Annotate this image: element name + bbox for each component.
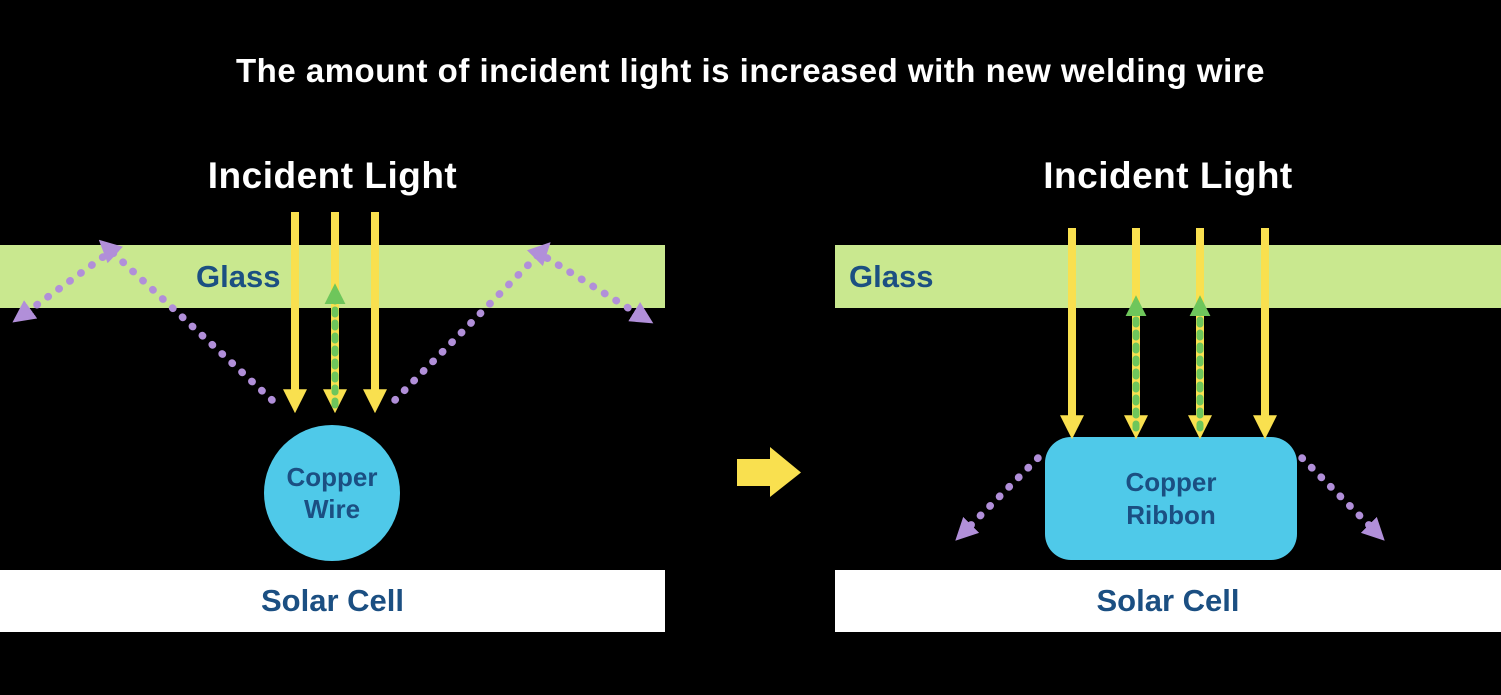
copper-wire-shape: Copper Wire — [264, 425, 400, 561]
left-incident-light-heading: Incident Light — [207, 155, 458, 196]
copper-ribbon-shape: Copper Ribbon — [1045, 437, 1297, 560]
escaping-ray-icon — [955, 454, 1042, 541]
right-reflected-rays — [1125, 295, 1211, 432]
escaping-ray-icon — [1298, 454, 1385, 541]
diagram-title: The amount of incident light is increase… — [236, 52, 1265, 89]
solar-cell-label-left: Solar Cell — [261, 583, 404, 618]
solar-cell-bar-left: Solar Cell — [0, 570, 665, 632]
right-incident-light-heading: Incident Light — [1043, 155, 1293, 196]
copper-wire-label-line2: Wire — [303, 494, 361, 524]
glass-band-right: Glass — [835, 245, 1501, 308]
glass-label-right: Glass — [849, 258, 934, 294]
glass-label-left: Glass — [196, 258, 281, 294]
copper-ribbon-label-line2: Ribbon — [1126, 499, 1216, 530]
glass-band-left: Glass — [0, 245, 665, 308]
copper-ribbon-label-line1: Copper — [1125, 467, 1217, 497]
copper-wire-label-line1: Copper — [286, 461, 378, 492]
transition-arrow-icon — [737, 447, 801, 497]
solar-cell-label-right: Solar Cell — [1096, 583, 1240, 618]
solar-cell-bar-right: Solar Cell — [835, 570, 1501, 632]
